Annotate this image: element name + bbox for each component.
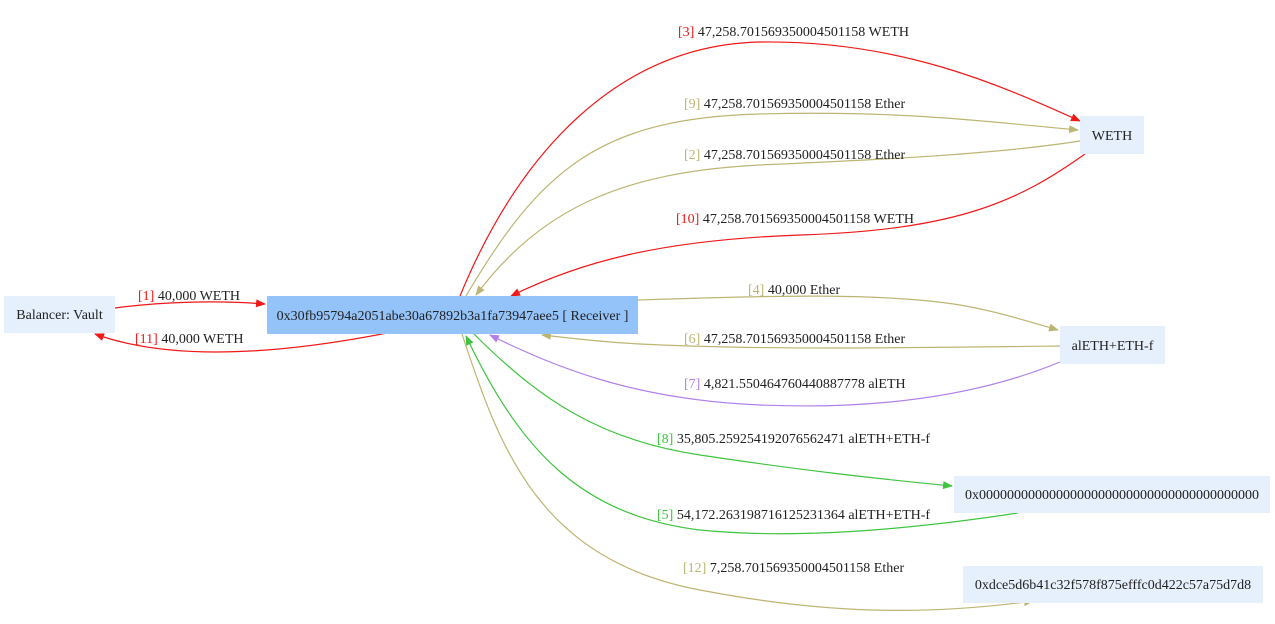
edge-label-9: [9] 47,258.701569350004501158 Ether [684, 97, 905, 112]
edge-amount-6: 47,258.701569350004501158 Ether [704, 332, 906, 347]
edge-label-4: [4] 40,000 Ether [748, 283, 840, 298]
edge-1[interactable] [114, 299, 266, 309]
edge-label-11: [11] 40,000 WETH [135, 332, 244, 347]
node-label-vault: Balancer: Vault [16, 308, 103, 323]
edge-11[interactable] [94, 332, 388, 353]
edge-label-1: [1] 40,000 WETH [138, 289, 240, 304]
edge-amount-4: 40,000 Ether [768, 283, 841, 298]
edge-5[interactable] [465, 335, 1019, 535]
edge-label-8: [8] 35,805.259254192076562471 alETH+ETH-… [657, 432, 930, 447]
node-weth[interactable]: WETH [1080, 116, 1144, 154]
edge-label-3: [3] 47,258.701569350004501158 WETH [678, 25, 909, 40]
edge-amount-9: 47,258.701569350004501158 Ether [704, 97, 906, 112]
edge-amount-1: 40,000 WETH [158, 289, 240, 304]
node-label-weth: WETH [1092, 129, 1132, 144]
node-balancer-vault[interactable]: Balancer: Vault [4, 296, 115, 333]
edge-amount-2: 47,258.701569350004501158 Ether [704, 148, 906, 163]
node-label-receiver: 0x30fb95794a2051abe30a67892b3a1fa73947ae… [277, 309, 629, 324]
edge-12[interactable] [461, 333, 1034, 612]
edge-amount-11: 40,000 WETH [161, 332, 243, 347]
edge-amount-10: 47,258.701569350004501158 WETH [703, 212, 914, 227]
edge-label-5: [5] 54,172.263198716125231364 alETH+ETH-… [657, 508, 930, 523]
edge-index-3: [3] [678, 25, 694, 40]
edge-index-4: [4] [748, 283, 764, 298]
edge-index-2: [2] [684, 148, 700, 163]
edge-label-2: [2] 47,258.701569350004501158 Ether [684, 148, 905, 163]
edge-index-10: [10] [676, 212, 699, 227]
edge-7[interactable] [489, 334, 1061, 407]
edge-index-7: [7] [684, 377, 700, 392]
node-aleth-eth-f[interactable]: alETH+ETH-f [1060, 326, 1165, 364]
node-dce-address[interactable]: 0xdce5d6b41c32f578f875efffc0d422c57a75d7… [963, 566, 1263, 603]
edges [94, 41, 1086, 612]
edge-amount-8: 35,805.259254192076562471 alETH+ETH-f [677, 432, 931, 447]
edge-label-7: [7] 4,821.550464760440887778 alETH [684, 377, 906, 392]
edge-index-5: [5] [657, 508, 673, 523]
node-label-dce: 0xdce5d6b41c32f578f875efffc0d422c57a75d7… [975, 578, 1251, 593]
edge-10[interactable] [510, 153, 1086, 297]
edge-index-1: [1] [138, 289, 154, 304]
node-zero-address[interactable]: 0x00000000000000000000000000000000000000… [954, 476, 1270, 513]
edge-4[interactable] [637, 295, 1059, 332]
edge-amount-7: 4,821.550464760440887778 alETH [704, 377, 906, 392]
edge-8[interactable] [473, 333, 953, 490]
edge-3[interactable] [459, 41, 1081, 297]
edge-label-6: [6] 47,258.701569350004501158 Ether [684, 332, 905, 347]
edge-label-12: [12] 7,258.701569350004501158 Ether [683, 561, 904, 576]
edge-index-11: [11] [135, 332, 158, 347]
edge-amount-3: 47,258.701569350004501158 WETH [698, 25, 909, 40]
edge-amount-12: 7,258.701569350004501158 Ether [710, 561, 905, 576]
edge-2[interactable] [475, 140, 1081, 296]
edge-index-6: [6] [684, 332, 700, 347]
edge-index-12: [12] [683, 561, 706, 576]
edge-index-9: [9] [684, 97, 700, 112]
edge-amount-5: 54,172.263198716125231364 alETH+ETH-f [677, 508, 931, 523]
edge-labels: [1] 40,000 WETH [11] 40,000 WETH [3] 47,… [135, 25, 930, 576]
edge-label-10: [10] 47,258.701569350004501158 WETH [676, 212, 914, 227]
edge-9[interactable] [465, 112, 1079, 297]
edge-6[interactable] [541, 331, 1061, 349]
edge-index-8: [8] [657, 432, 673, 447]
node-receiver[interactable]: 0x30fb95794a2051abe30a67892b3a1fa73947ae… [267, 296, 638, 334]
node-label-zero: 0x00000000000000000000000000000000000000… [965, 488, 1259, 503]
node-label-aleth: alETH+ETH-f [1072, 339, 1154, 354]
